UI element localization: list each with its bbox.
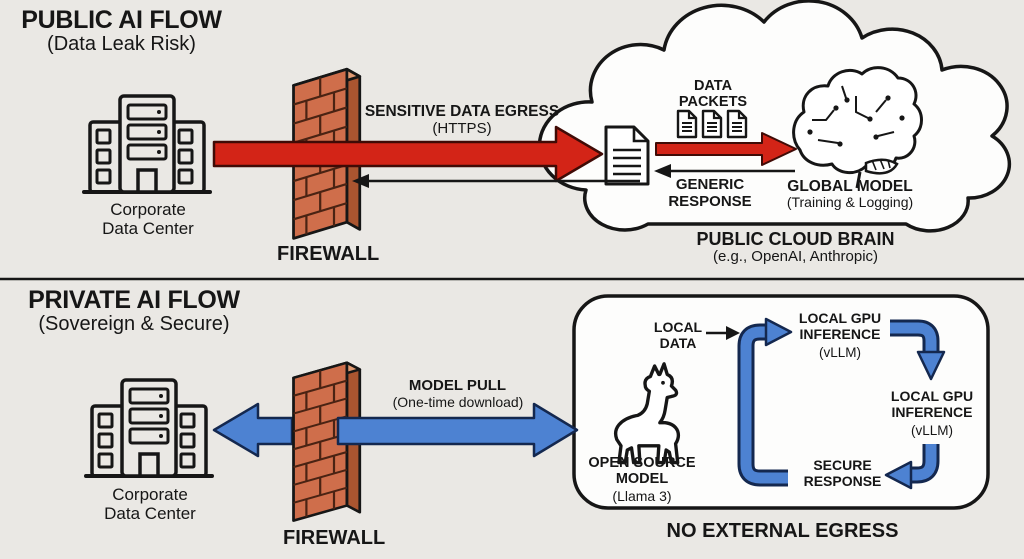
- public-firewall-label: FIREWALL: [277, 243, 380, 265]
- private-data-center-label: Corporate Data Center: [104, 485, 196, 524]
- public-cloud-caption-sub: (e.g., OpenAI, Anthropic): [712, 248, 879, 265]
- private-firewall-label: FIREWALL: [283, 527, 386, 549]
- gpu-node-1-label: LOCAL GPU INFERENCE: [798, 310, 882, 342]
- model-pull-arrow-left: [212, 402, 294, 458]
- corporate-building-icon-private: [84, 378, 214, 478]
- local-data-label: LOCAL DATA: [653, 319, 703, 351]
- data-packets-icon: [676, 109, 748, 139]
- model-pull-label: MODEL PULL: [408, 377, 507, 394]
- global-model-label: GLOBAL MODEL: [787, 178, 913, 195]
- public-cloud-caption: PUBLIC CLOUD BRAIN: [696, 229, 895, 249]
- public-data-center-label: Corporate Data Center: [102, 200, 194, 239]
- private-flow-title: PRIVATE AI FLOW: [28, 286, 240, 314]
- loop-arrow-gpu2-response: [884, 444, 940, 490]
- public-flow-title: PUBLIC AI FLOW: [21, 6, 222, 34]
- private-flow-subtitle: (Sovereign & Secure): [38, 313, 230, 335]
- sensitive-egress-sublabel: (HTTPS): [432, 120, 492, 137]
- model-pull-arrow-right: [336, 402, 579, 458]
- generic-response-label: GENERIC RESPONSE: [668, 176, 752, 210]
- global-model-sublabel: (Training & Logging): [786, 194, 914, 210]
- cloud-ingest-arrow: [655, 132, 797, 166]
- loop-arrow-gpu1-gpu2: [890, 319, 946, 381]
- brain-icon: [792, 66, 923, 189]
- model-pull-sublabel: (One-time download): [392, 394, 524, 410]
- loop-arrow-up: [737, 317, 793, 487]
- gpu-node-2-label: LOCAL GPU INFERENCE: [890, 388, 974, 420]
- llama-icon: [613, 362, 681, 465]
- local-data-arrow: [706, 326, 740, 340]
- gpu-node-2-sublabel: (vLLM): [910, 423, 953, 438]
- no-external-egress-caption: NO EXTERNAL EGRESS: [666, 520, 899, 542]
- firewall-icon-private: [292, 361, 362, 523]
- public-flow-subtitle: (Data Leak Risk): [47, 33, 196, 55]
- sensitive-egress-label: SENSITIVE DATA EGRESS: [364, 103, 560, 120]
- firewall-icon: [292, 67, 362, 240]
- document-icon: [604, 125, 650, 186]
- open-source-model-sublabel: (Llama 3): [612, 488, 672, 504]
- data-packets-label: DATA PACKETS: [678, 78, 748, 111]
- open-source-model-label: OPEN SOURCE MODEL: [588, 455, 696, 488]
- gpu-node-1-sublabel: (vLLM): [818, 345, 861, 360]
- corporate-building-icon: [82, 94, 212, 194]
- outer-return-arrow: [352, 174, 640, 188]
- secure-response-label: SECURE RESPONSE: [803, 457, 882, 489]
